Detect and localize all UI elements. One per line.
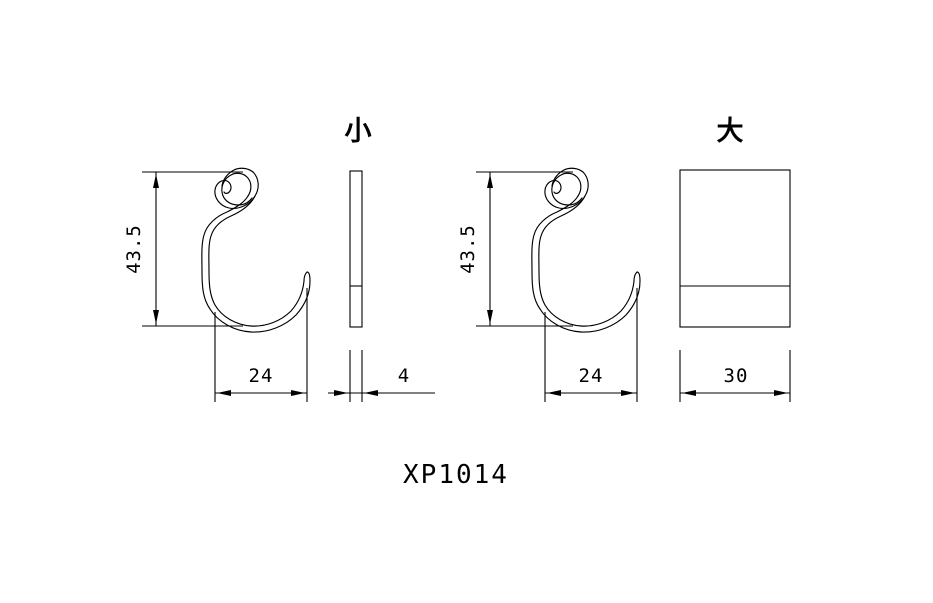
hook-stem-left xyxy=(208,195,305,327)
hook-curl-top-inner xyxy=(551,169,565,187)
hook-curl-top xyxy=(563,167,584,173)
arrow-head-left xyxy=(334,390,348,396)
arrow-head-left xyxy=(217,390,231,396)
dimension-value-width-large: 24 xyxy=(579,365,604,387)
variant-label-small: 小 xyxy=(345,116,372,147)
side-view-rectangle-small xyxy=(349,170,363,328)
dimension-value-thickness-large: 30 xyxy=(724,365,749,387)
arrow-head-right xyxy=(774,390,788,396)
side-view-rectangle-large xyxy=(679,169,791,328)
small-hook-side-view xyxy=(349,170,363,328)
dimension-width-small: 24 xyxy=(214,288,308,402)
small-hook-front-view xyxy=(201,167,311,333)
arrow-head-bottom xyxy=(487,310,493,324)
dimension-value-height-small: 43.5 xyxy=(123,224,145,274)
arrow-head-bottom xyxy=(153,310,159,324)
dimension-value-height-large: 43.5 xyxy=(457,224,479,274)
hook-curl-top-inner xyxy=(221,169,235,187)
drawing-title: XP1014 xyxy=(403,460,509,490)
dimension-value-thickness-small: 4 xyxy=(398,365,410,387)
hook-curl-top xyxy=(233,167,254,173)
large-hook-side-view xyxy=(679,169,791,328)
arrow-head-left xyxy=(682,390,696,396)
dimension-thickness-large: 30 xyxy=(679,350,791,402)
arrow-head-right xyxy=(291,390,305,396)
dimension-thickness-small: 4 xyxy=(328,350,435,402)
arrow-head-left xyxy=(547,390,561,396)
hook-stem-inner xyxy=(201,195,311,333)
dimension-height-large: 43.5 xyxy=(457,171,573,327)
arrow-head-right xyxy=(364,390,378,396)
variant-label-large: 大 xyxy=(717,116,744,147)
hook-stem-left xyxy=(538,195,635,327)
large-hook-front-view xyxy=(531,167,641,333)
arrow-head-top xyxy=(153,174,159,188)
hook-tip-lower xyxy=(303,271,311,282)
dimension-value-width-small: 24 xyxy=(249,365,274,387)
arrow-head-top xyxy=(487,174,493,188)
hook-curl-inner xyxy=(551,172,583,206)
arrow-head-right xyxy=(621,390,635,396)
hook-curl-inner xyxy=(221,172,253,206)
hook-stem-inner xyxy=(531,195,641,333)
dimension-width-large: 24 xyxy=(544,288,638,402)
dimension-height-small: 43.5 xyxy=(123,171,243,327)
hook-tip-lower xyxy=(633,271,641,282)
